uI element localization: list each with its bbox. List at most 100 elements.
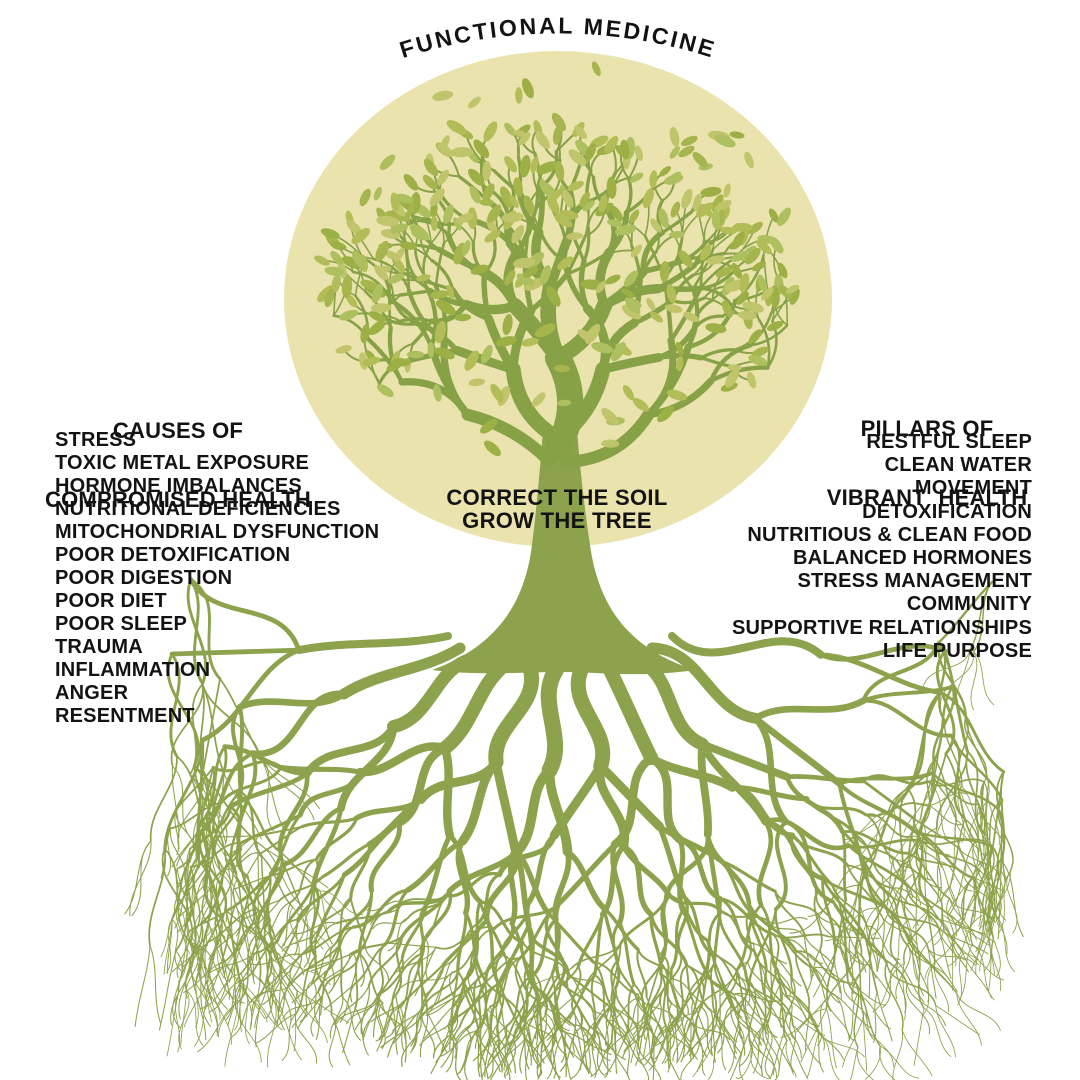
root-path — [134, 944, 151, 1027]
root-path — [934, 827, 942, 897]
branch-path — [365, 336, 405, 385]
root-path — [378, 994, 397, 1040]
leaf-shape — [556, 399, 572, 407]
root-path — [671, 1016, 698, 1060]
root-path — [335, 910, 390, 925]
branch-path — [523, 215, 531, 262]
root-path — [299, 980, 314, 1023]
leaf-shape — [744, 151, 754, 169]
leaf-shape — [490, 383, 504, 403]
root-path — [710, 1009, 714, 1056]
root-path — [354, 944, 386, 985]
leaf-shape — [519, 154, 531, 178]
leaf-shape — [692, 151, 708, 168]
leaf-shape — [368, 311, 386, 322]
leaf-shape — [371, 283, 383, 303]
root-path — [180, 931, 189, 976]
root-path — [892, 1029, 903, 1080]
list-item: TRAUMA — [55, 636, 143, 658]
root-path — [293, 944, 341, 981]
root-path — [707, 1035, 721, 1080]
root-path — [366, 900, 404, 912]
leaf-shape — [484, 440, 501, 457]
root-path — [456, 970, 481, 1016]
root-path — [620, 843, 655, 918]
root-path — [853, 979, 881, 1047]
root-path — [407, 894, 449, 919]
root-path — [349, 952, 358, 1003]
root-path — [764, 1027, 773, 1078]
root-path — [998, 870, 1011, 933]
leaf-shape — [359, 188, 371, 207]
root-path — [561, 1034, 572, 1080]
root-path — [935, 1005, 956, 1058]
root-path — [784, 1011, 802, 1059]
leaf-shape — [339, 309, 359, 321]
root-path — [851, 953, 864, 1003]
root-path — [737, 973, 750, 1031]
root-path — [449, 922, 479, 964]
root-path — [270, 858, 318, 877]
root-path — [404, 838, 466, 893]
branch-path — [677, 245, 695, 290]
root-path — [172, 950, 183, 1029]
root-path — [174, 877, 193, 929]
branch-path — [757, 318, 771, 369]
root-path — [188, 577, 302, 653]
root-path — [537, 1041, 545, 1080]
root-path — [281, 1013, 297, 1062]
root-path — [549, 761, 606, 840]
root-path — [342, 997, 362, 1041]
root-path — [294, 1013, 317, 1064]
leaf-shape — [320, 228, 340, 239]
root-path — [241, 900, 280, 920]
leaf-shape — [723, 183, 731, 198]
root-path — [175, 906, 188, 958]
root-path — [649, 967, 673, 1018]
causes-heading: CAUSES OF COMPROMISED HEALTH — [28, 373, 328, 557]
root-path — [697, 740, 712, 839]
root-path — [962, 952, 1005, 981]
root-path — [907, 945, 925, 997]
leaf-shape — [516, 273, 535, 287]
root-path — [813, 892, 823, 951]
root-path — [907, 920, 918, 980]
leaf-shape — [706, 255, 725, 265]
root-path — [184, 848, 191, 895]
leaf-shape — [747, 371, 757, 389]
root-path — [719, 980, 751, 1037]
root-path — [205, 956, 224, 1001]
root-path — [236, 945, 284, 1014]
leaf-shape — [729, 131, 745, 139]
root-path — [748, 980, 757, 1050]
root-path — [590, 973, 597, 1030]
leaf-shape — [502, 314, 513, 336]
root-path — [506, 1013, 525, 1057]
root-path — [861, 684, 955, 703]
root-path — [670, 909, 685, 971]
root-path — [872, 840, 919, 903]
root-path — [169, 647, 302, 657]
pillars-heading-line2: VIBRANT HEALTH — [826, 485, 1028, 510]
leaf-shape — [341, 275, 353, 299]
branch-path — [660, 210, 693, 235]
root-path — [545, 965, 580, 1003]
leaf-shape — [504, 122, 516, 136]
root-path — [727, 1028, 742, 1074]
root-path — [931, 760, 957, 823]
root-path — [864, 813, 913, 838]
root-path — [927, 948, 958, 993]
root-path — [956, 992, 1001, 1031]
leaf-shape — [737, 310, 757, 320]
root-path — [917, 752, 947, 842]
root-path — [228, 771, 310, 810]
root-path — [764, 1025, 780, 1072]
leaf-shape — [501, 212, 524, 223]
root-path — [204, 884, 226, 939]
root-path — [718, 897, 775, 936]
leaf-shape — [324, 288, 335, 308]
leaf-shape — [446, 284, 455, 300]
root-path — [180, 989, 187, 1046]
